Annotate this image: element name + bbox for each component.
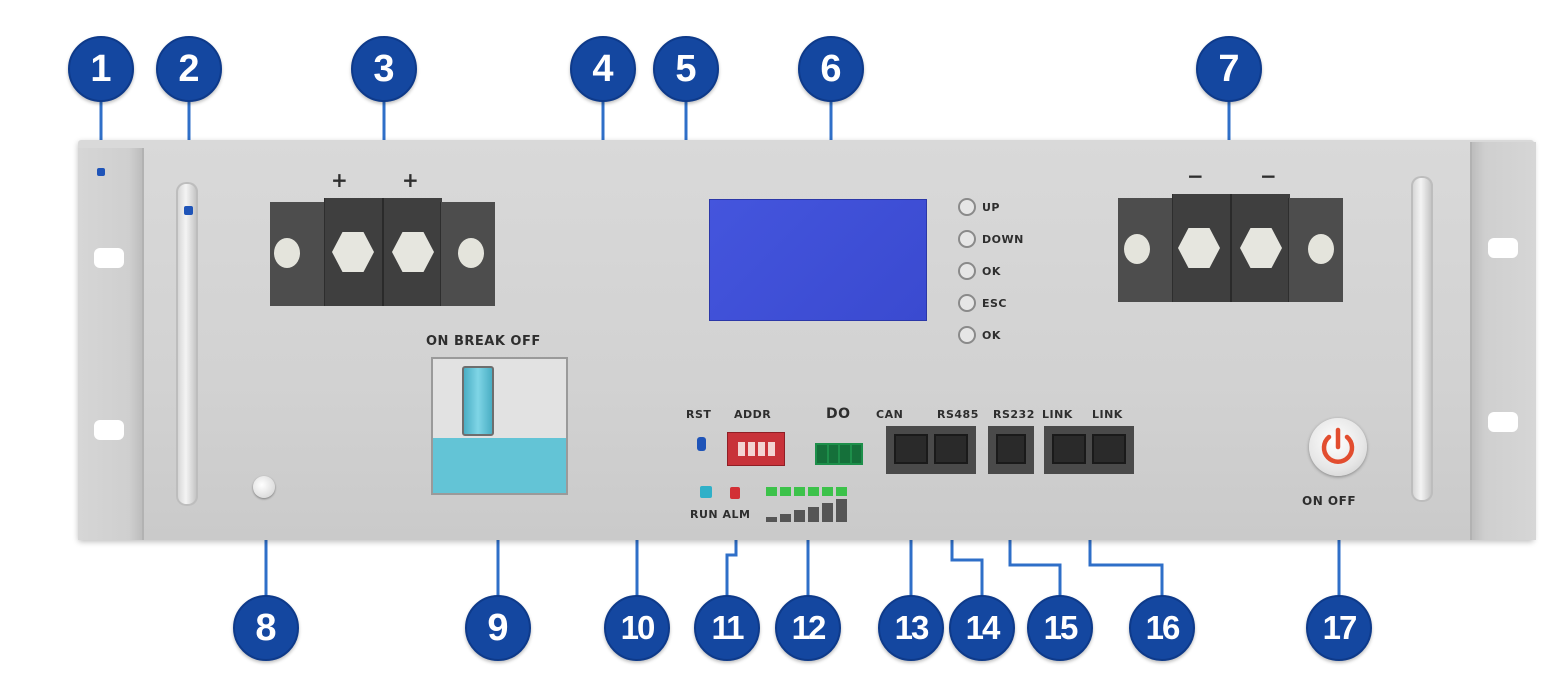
label-minus-2: − [1260,164,1278,188]
breaker-window [433,438,566,493]
lcd-button-label: OK [982,328,1001,342]
handle-marker [184,206,193,215]
lcd-button-ok-2[interactable]: OK [958,326,1001,344]
rack-ear-left [78,148,144,540]
callout-8: 8 [233,595,299,661]
lcd-button-label: UP [982,200,1000,214]
callout-17: 17 [1306,595,1372,661]
lcd-button-up[interactable]: UP [958,198,1000,216]
handle-icon[interactable] [1411,176,1433,502]
terminal-bolt-icon [1124,234,1150,264]
lcd-button-list: UP DOWN OK ESC OK [958,198,1068,348]
alarm-led [730,487,740,499]
rj11-port-icon[interactable] [996,434,1026,464]
soc-level-bars [766,498,856,522]
addr-label: ADDR [734,408,772,421]
callout-3: 3 [351,36,417,102]
run-alm-label: RUN ALM [690,508,751,521]
rs232-label: RS232 [993,408,1035,421]
power-button[interactable] [1309,418,1367,476]
callout-1: 1 [68,36,134,102]
rj45-port-icon[interactable] [894,434,928,464]
terminal-bolt-icon [274,238,300,268]
callout-14: 14 [949,595,1015,661]
breaker-toggle[interactable] [462,366,494,436]
rj45-port-icon[interactable] [1052,434,1086,464]
lcd-button-ok[interactable]: OK [958,262,1001,280]
power-label: ON OFF [1302,494,1357,508]
power-icon [1321,427,1355,464]
callout-10: 10 [604,595,670,661]
callout-12: 12 [775,595,841,661]
reset-button[interactable] [697,437,706,451]
lcd-button-down[interactable]: DOWN [958,230,1024,248]
link-label-2: LINK [1092,408,1123,421]
callout-13: 13 [878,595,944,661]
label-plus-2: + [402,168,420,192]
handle-icon[interactable] [176,182,198,506]
ear-screw [97,168,105,176]
callout-16: 16 [1129,595,1195,661]
can-label: CAN [876,408,904,421]
callout-6: 6 [798,36,864,102]
callout-7: 7 [1196,36,1262,102]
terminal-block-positive [270,198,495,306]
callout-15: 15 [1027,595,1093,661]
label-plus: + [331,168,349,192]
do-label: DO [826,406,851,422]
rst-label: RST [686,408,712,421]
mounting-hole-icon [94,420,124,440]
soc-led-row [766,487,847,496]
mounting-hole-icon [94,248,124,268]
link-label-1: LINK [1042,408,1073,421]
callout-4: 4 [570,36,636,102]
rj45-port-icon[interactable] [934,434,968,464]
callout-2: 2 [156,36,222,102]
dry-contact-terminal[interactable] [815,443,863,465]
grounding-screw [253,476,275,498]
rs485-label: RS485 [937,408,979,421]
terminal-block-negative [1118,194,1343,302]
mounting-hole-icon [1488,412,1518,432]
callout-5: 5 [653,36,719,102]
lcd-button-label: DOWN [982,232,1024,246]
mounting-hole-icon [1488,238,1518,258]
lcd-button-label: ESC [982,296,1008,310]
rack-ear-right [1470,142,1536,540]
callout-11: 11 [694,595,760,661]
lcd-display [709,199,927,321]
lcd-button-label: OK [982,264,1001,278]
callout-9: 9 [465,595,531,661]
breaker-label: ON BREAK OFF [426,334,541,349]
run-led [700,486,712,498]
lcd-button-esc[interactable]: ESC [958,294,1007,312]
rj45-port-icon[interactable] [1092,434,1126,464]
label-minus: − [1187,164,1205,188]
terminal-bolt-icon [1308,234,1334,264]
address-dip-switch[interactable] [727,432,785,466]
terminal-bolt-icon [458,238,484,268]
